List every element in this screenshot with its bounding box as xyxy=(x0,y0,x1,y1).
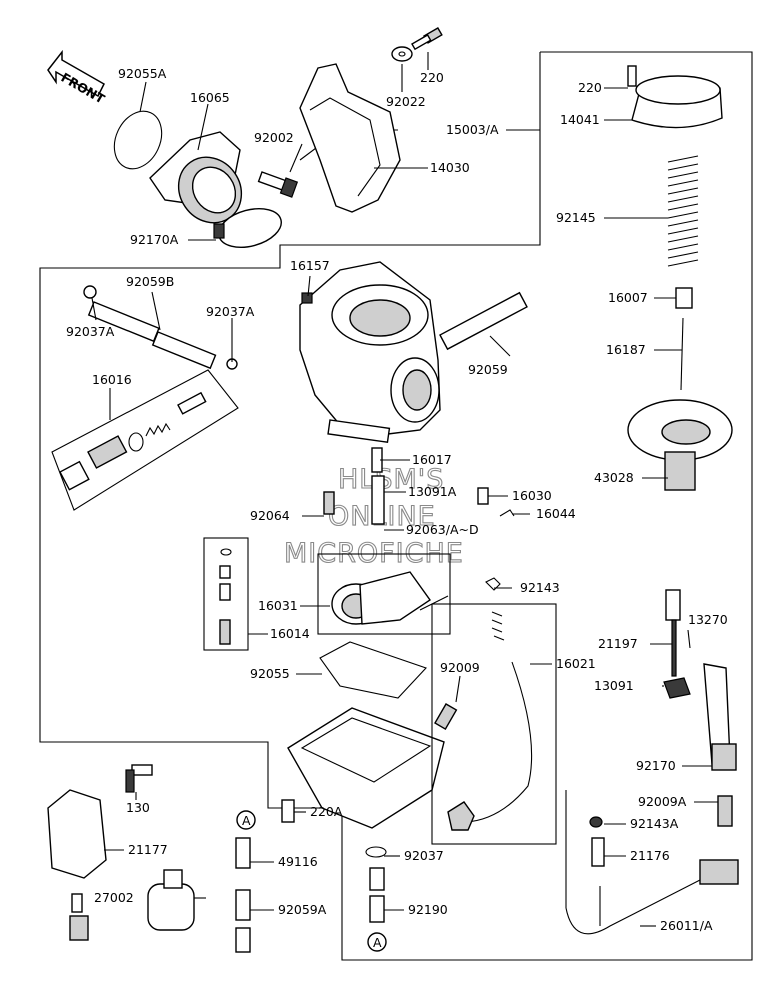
label-92055: 92055 xyxy=(250,666,290,681)
label-16017: 16017 xyxy=(412,452,452,467)
throttle-stop-21197-part xyxy=(665,589,681,677)
label-43028: 43028 xyxy=(594,470,634,485)
carburetor-body-part xyxy=(299,261,441,444)
starter-16016-part xyxy=(51,369,239,511)
intake-holder-part xyxy=(149,131,243,224)
label-92009: 92009 xyxy=(440,660,480,675)
label-16007: 16007 xyxy=(608,290,648,305)
clip-92143-part xyxy=(485,577,501,591)
screw-92009A-part xyxy=(717,795,733,827)
screw-220-right-part xyxy=(627,65,637,87)
label-14030: 14030 xyxy=(430,160,470,175)
screw-92002-part xyxy=(257,171,299,198)
clamp-92170A-part xyxy=(213,208,282,248)
label-13091A: 13091A xyxy=(408,484,457,499)
label-21176: 21176 xyxy=(630,848,670,863)
label-220-right: 220 xyxy=(578,80,602,95)
accelerator-pump-16031-part xyxy=(317,553,451,635)
bottom-center-parts xyxy=(365,846,387,923)
diaphragm-43028-part xyxy=(627,399,733,491)
label-16044: 16044 xyxy=(536,506,576,521)
label-16187: 16187 xyxy=(606,342,646,357)
sensor-21176-part xyxy=(589,816,605,867)
float-bowl-part xyxy=(281,707,445,829)
label-92143A: 92143A xyxy=(630,816,679,831)
label-16021: 16021 xyxy=(556,656,596,671)
label-92059A: 92059A xyxy=(278,902,327,917)
cover-14030-part xyxy=(299,63,401,213)
washer-92022-part xyxy=(391,46,413,62)
label-130: 130 xyxy=(126,800,150,815)
label-16157: 16157 xyxy=(290,258,330,273)
label-92009A: 92009A xyxy=(638,794,687,809)
plug-16157-part xyxy=(301,292,313,304)
label-92037A-mid: 92037A xyxy=(206,304,255,319)
label-92037: 92037 xyxy=(404,848,444,863)
tube-92059-part xyxy=(439,291,528,351)
leader-lines xyxy=(91,52,718,927)
reference-markers: A A xyxy=(236,810,387,952)
label-220-top: 220 xyxy=(420,70,444,85)
label-92170: 92170 xyxy=(636,758,676,773)
tubes-left-part xyxy=(83,285,238,370)
spring-92145-part xyxy=(667,155,699,267)
label-92059: 92059 xyxy=(468,362,508,377)
label-21197: 21197 xyxy=(598,636,638,651)
label-16016: 16016 xyxy=(92,372,132,387)
label-220A: 220A xyxy=(310,804,343,819)
label-13091: 13091 xyxy=(594,678,634,693)
cap-14041-part xyxy=(631,75,723,129)
part-labels: 92055A 16065 92002 14030 220 92022 15003… xyxy=(66,66,728,933)
label-92064: 92064 xyxy=(250,508,290,523)
holder-13091-part xyxy=(663,677,691,699)
bolt-130-part xyxy=(125,764,153,793)
label-92170A: 92170A xyxy=(130,232,179,247)
label-26011A: 26011/A xyxy=(660,918,713,933)
front-arrow-icon: FRONT xyxy=(47,49,108,107)
jet-parts-part xyxy=(323,447,515,525)
label-16031: 16031 xyxy=(258,598,298,613)
label-92022: 92022 xyxy=(386,94,426,109)
label-16065: 16065 xyxy=(190,90,230,105)
label-92143: 92143 xyxy=(520,580,560,595)
label-92059B: 92059B xyxy=(126,274,174,289)
ref-marker-a-bottom: A xyxy=(373,935,382,950)
bracket-13270-part xyxy=(703,663,737,771)
cable-16021-part xyxy=(431,603,557,845)
retainer-16007-part xyxy=(675,287,693,309)
intake-o-ring-part xyxy=(113,110,163,170)
label-16014: 16014 xyxy=(270,626,310,641)
unit-27002-part xyxy=(147,869,195,931)
jet-needle-16187-part xyxy=(680,317,684,391)
gasket-92055-part xyxy=(319,641,427,699)
wire-harness-26011A-part xyxy=(565,790,739,935)
label-92190: 92190 xyxy=(408,902,448,917)
label-92037A-left: 92037A xyxy=(66,324,115,339)
bolt-220-part xyxy=(411,27,443,51)
label-27002: 27002 xyxy=(94,890,134,905)
label-92063: 92063/A~D xyxy=(406,522,479,537)
label-92055A: 92055A xyxy=(118,66,167,81)
label-16030: 16030 xyxy=(512,488,552,503)
label-13270: 13270 xyxy=(688,612,728,627)
screw-92009-part xyxy=(434,703,458,731)
jet-kit-16014-part xyxy=(203,537,249,651)
label-92002: 92002 xyxy=(254,130,294,145)
label-49116: 49116 xyxy=(278,854,318,869)
watermark-line-1: HLSM'S xyxy=(338,464,444,495)
ref-marker-a-top: A xyxy=(242,813,251,828)
parts-49116-92059A xyxy=(235,837,251,953)
label-14041: 14041 xyxy=(560,112,600,127)
label-21177: 21177 xyxy=(128,842,168,857)
label-92145: 92145 xyxy=(556,210,596,225)
module-21177-part xyxy=(47,789,107,941)
label-15003A: 15003/A xyxy=(446,122,499,137)
